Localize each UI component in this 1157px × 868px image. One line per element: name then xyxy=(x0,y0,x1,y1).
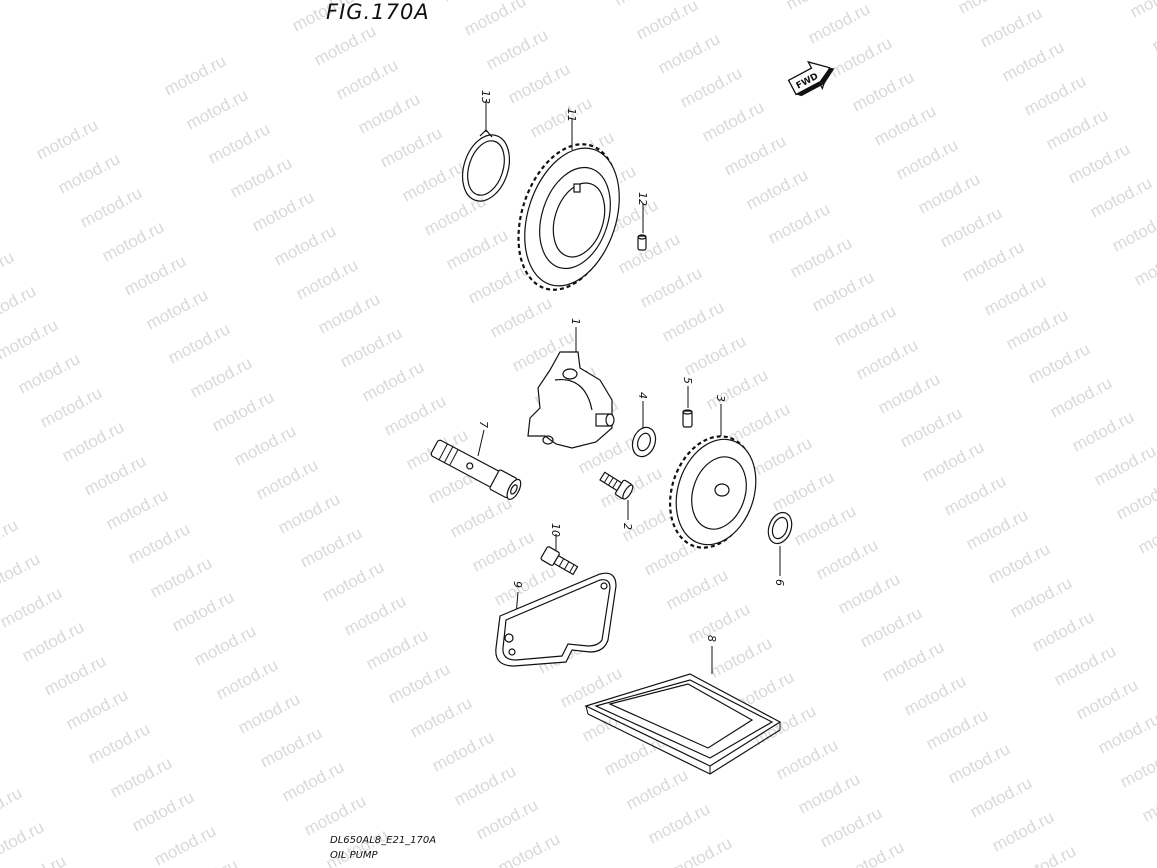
callout-8: 8 xyxy=(705,635,718,642)
figure-title: FIG.170A xyxy=(326,0,430,24)
part-12-pin xyxy=(637,203,647,251)
forward-arrow-icon: FWD xyxy=(787,60,835,97)
callout-9: 9 xyxy=(511,581,524,588)
callout-11: 11 xyxy=(565,108,578,122)
callout-13: 13 xyxy=(479,90,492,104)
part-11-driven-gear xyxy=(517,119,620,291)
part-13-circlip xyxy=(461,101,511,202)
callout-6: 6 xyxy=(773,579,786,586)
callout-1: 1 xyxy=(569,318,582,325)
footer-diagram-name: OIL PUMP xyxy=(330,850,378,861)
callout-10: 10 xyxy=(549,523,562,537)
part-4-washer xyxy=(631,401,657,458)
part-7-shaft xyxy=(430,429,522,501)
part-10-bolt xyxy=(540,534,579,576)
part-9-plate xyxy=(495,572,617,667)
part-6-circlip xyxy=(767,511,793,576)
part-3-drive-gear xyxy=(668,404,757,549)
part-1-oil-pump-body xyxy=(527,327,615,449)
callout-5: 5 xyxy=(681,377,694,384)
footer-diagram-code: DL650AL8_E21_170A xyxy=(330,835,437,846)
callout-4: 4 xyxy=(636,392,649,399)
part-8-strainer xyxy=(584,646,782,775)
callout-3: 3 xyxy=(714,395,727,402)
callout-12: 12 xyxy=(636,192,649,206)
callout-7: 7 xyxy=(477,421,490,428)
callout-2: 2 xyxy=(621,523,634,530)
part-2-screw xyxy=(599,471,634,520)
part-5-pin xyxy=(682,386,693,428)
